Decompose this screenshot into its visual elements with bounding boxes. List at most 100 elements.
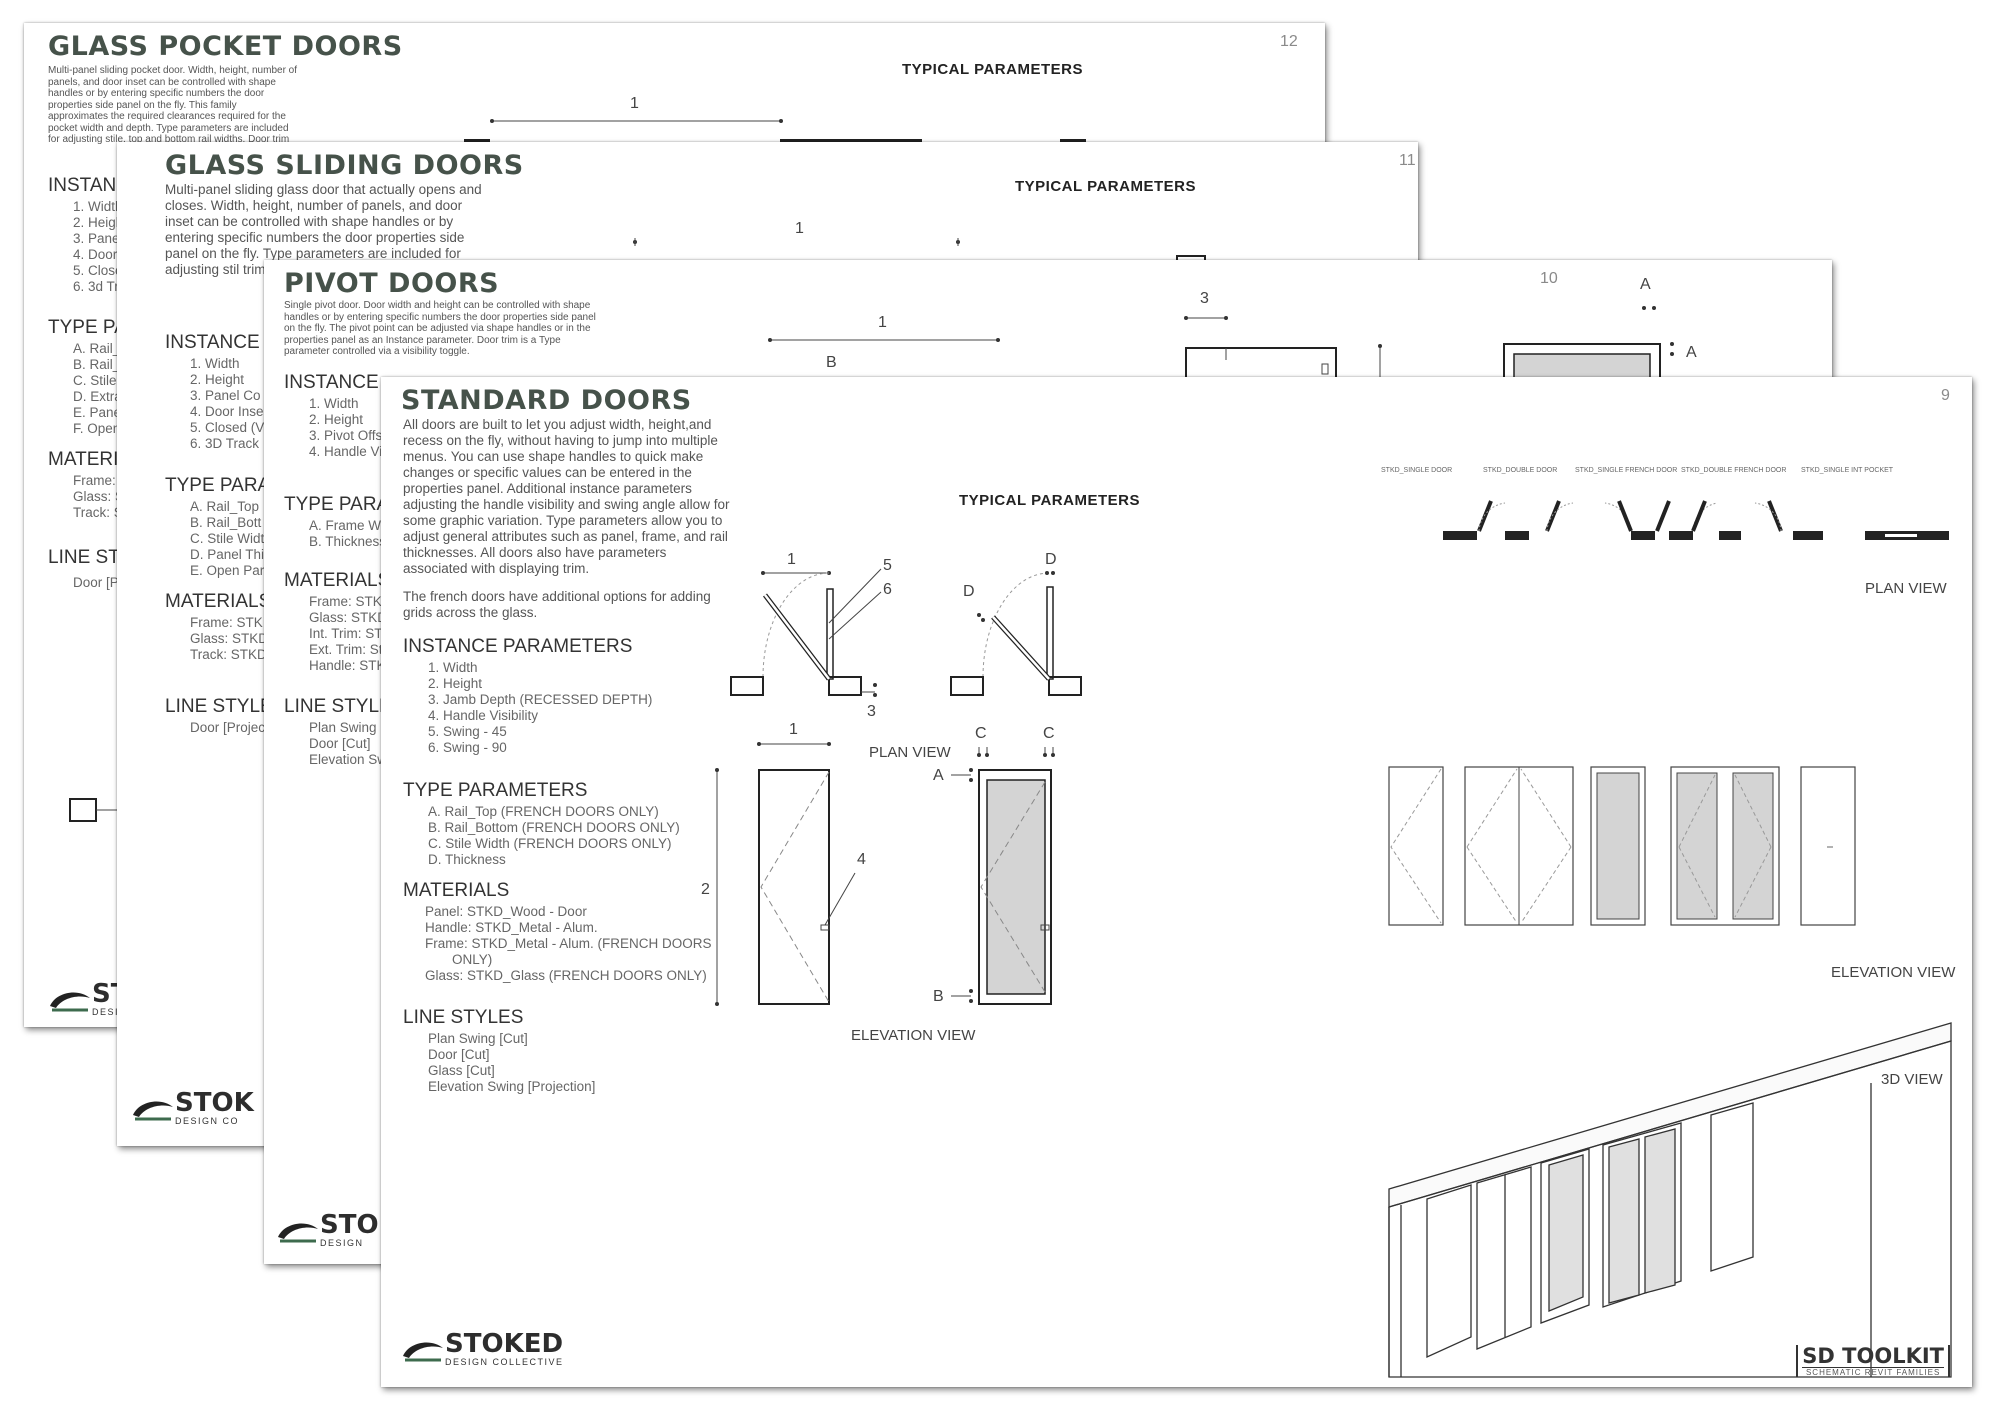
section-heading: LINE STYLE — [165, 696, 273, 717]
list-item: B. Rail_Bott — [190, 515, 262, 530]
type-parameters: TYPE PARA A. Rail_Top B. Rail_Bott C. St… — [165, 475, 270, 579]
section-heading: LINE STYLES — [403, 1007, 524, 1028]
section-heading: TYPE PARA — [165, 475, 271, 496]
list-item: D. Panel Thi — [190, 547, 265, 562]
list-item: Door [Cut] — [428, 1047, 490, 1062]
list-item: Elevation Sw — [309, 752, 388, 767]
sheet-standard-doors: STANDARD DOORS 9 All doors are built to … — [381, 377, 1972, 1387]
logo-wordmark: STOK — [175, 1088, 254, 1118]
plan-45-swing — [950, 571, 1082, 696]
dimension-label: A — [933, 767, 944, 784]
page-number: 10 — [1540, 270, 1558, 287]
instance-parameters: INSTANCE 1. Width 2. Height 3. Pivot Off… — [284, 372, 382, 460]
plan-single-swing — [730, 568, 882, 697]
materials: MATERIALS Panel: STKD_Wood - Door Handle… — [403, 880, 712, 984]
3d-view-wall — [1388, 1022, 1952, 1378]
list-item: Frame: STKD_Metal - Alum. (FRENCH DOORS — [425, 936, 712, 951]
elevation-view-label: ELEVATION VIEW — [851, 1027, 976, 1044]
dimension-label: 5 — [883, 557, 892, 574]
dimension-label: 1 — [630, 95, 639, 112]
dimension-label: 1 — [878, 314, 887, 331]
page-number: 11 — [1399, 152, 1416, 169]
logo-subtitle: DESIGN CO — [175, 1116, 240, 1126]
list-item: Glass: STKD — [190, 631, 269, 646]
section-heading: TYPE PARAMETERS — [403, 780, 588, 801]
section-heading: INSTANCE — [165, 332, 260, 353]
list-item: C. Stile Width (FRENCH DOORS ONLY) — [428, 836, 672, 851]
dimension-label: 3 — [867, 703, 876, 720]
list-item: 1. Width — [428, 660, 478, 675]
type-parameters: TYPE PARAMETERS A. Rail_Top (FRENCH DOOR… — [403, 780, 680, 868]
dimension-label: 3 — [1200, 290, 1209, 307]
list-item: Glass: STKD — [309, 610, 388, 625]
sheet-description: Multi-panel sliding pocket door. Width, … — [48, 65, 298, 145]
standard-door-drawings — [715, 500, 1952, 1378]
right-elevation-view-label: ELEVATION VIEW — [1831, 964, 1956, 981]
list-item: Plan Swing — [309, 720, 377, 735]
dimension-label: B — [933, 988, 944, 1005]
elevation-single-door — [715, 742, 856, 1006]
list-item: A. Rail_Top — [190, 499, 260, 514]
list-item: 3. Jamb Depth (RECESSED DEPTH) — [428, 692, 653, 707]
list-item: 2. Height — [73, 215, 128, 230]
list-item: 5. Closed (V — [190, 420, 265, 435]
list-item: 1. Width — [309, 396, 359, 411]
sheet-title: STANDARD DOORS — [401, 385, 692, 416]
instance-parameters: INSTANCE PARAMETERS 1. Width 2. Height 3… — [403, 636, 652, 756]
list-item: Plan Swing [Cut] — [428, 1031, 528, 1046]
logo-wordmark: STO — [320, 1210, 379, 1240]
list-item: Track: STKD — [190, 647, 267, 662]
dimension-label: A — [1686, 344, 1697, 361]
plan-view-label: PLAN VIEW — [869, 744, 951, 761]
page-number: 9 — [1941, 387, 1950, 404]
logo-subtitle: DESIGN COLLECTIVE — [445, 1357, 564, 1367]
3d-view-label: 3D VIEW — [1881, 1071, 1943, 1088]
list-item: B. Thickness — [309, 534, 387, 549]
elevation-french-door — [951, 747, 1055, 1005]
dimension-label: 2 — [701, 881, 710, 898]
section-heading: INSTANCE — [284, 372, 379, 393]
list-item: 4. Handle Vi — [309, 444, 383, 459]
line-styles: LINE STYLE Plan Swing Door [Cut] Elevati… — [284, 696, 392, 768]
dimension-label: D — [963, 583, 975, 600]
list-item: Panel: STKD_Wood - Door — [425, 904, 587, 919]
list-item: Frame: STKD — [309, 594, 392, 609]
toolkit-subtitle: SCHEMATIC REVIT FAMILIES — [1802, 1367, 1944, 1377]
sheet-title: GLASS SLIDING DOORS — [165, 150, 524, 181]
list-item: Int. Trim: ST — [309, 626, 383, 641]
door-type-label: STKD_DOUBLE DOOR — [1483, 467, 1558, 474]
list-item: Ext. Trim: St — [309, 642, 383, 657]
section-heading: MATERIALS — [165, 591, 272, 612]
list-item: 2. Height — [428, 676, 483, 691]
door-type-label: STKD_SINGLE INT POCKET — [1801, 467, 1894, 474]
list-item: 6. 3D Track — [190, 436, 260, 451]
list-item: Handle: STK — [309, 658, 386, 673]
list-item: Frame: STK — [190, 615, 263, 630]
sheet-description: All doors are built to let you adjust wi… — [403, 417, 730, 576]
dimension-label: D — [1045, 551, 1057, 568]
door-type-label: STKD_SINGLE FRENCH DOOR — [1575, 467, 1678, 474]
door-type-label: STKD_SINGLE DOOR — [1381, 467, 1453, 474]
section-heading: MATERIALS — [284, 570, 391, 591]
list-item: 2. Height — [309, 412, 364, 427]
list-item: Elevation Swing [Projection] — [428, 1079, 596, 1094]
list-item: D. Thickness — [428, 852, 506, 867]
right-plan-view-label: PLAN VIEW — [1865, 580, 1947, 597]
materials: MATERIALS Frame: STKD Glass: STKD Int. T… — [284, 570, 392, 674]
list-item: 4. Door Inse — [190, 404, 264, 419]
sheet-description-french: The french doors have additional options… — [403, 589, 711, 620]
dimension-label: A — [1640, 276, 1651, 293]
list-item: ONLY) — [452, 952, 493, 967]
page-number: 12 — [1280, 33, 1298, 50]
section-heading: INSTANCE PARAMETERS — [403, 636, 633, 657]
section-heading: TYPE PARA — [284, 494, 390, 515]
sheet-description: Single pivot door. Door width and height… — [284, 300, 596, 357]
dimension-label: C — [1043, 725, 1055, 742]
sheet-title: GLASS POCKET DOORS — [48, 31, 403, 62]
list-item: A. Rail_Top (FRENCH DOORS ONLY) — [428, 804, 659, 819]
elevation-view-door-types — [1388, 766, 1856, 926]
section-heading: MATERIALS — [403, 880, 510, 901]
